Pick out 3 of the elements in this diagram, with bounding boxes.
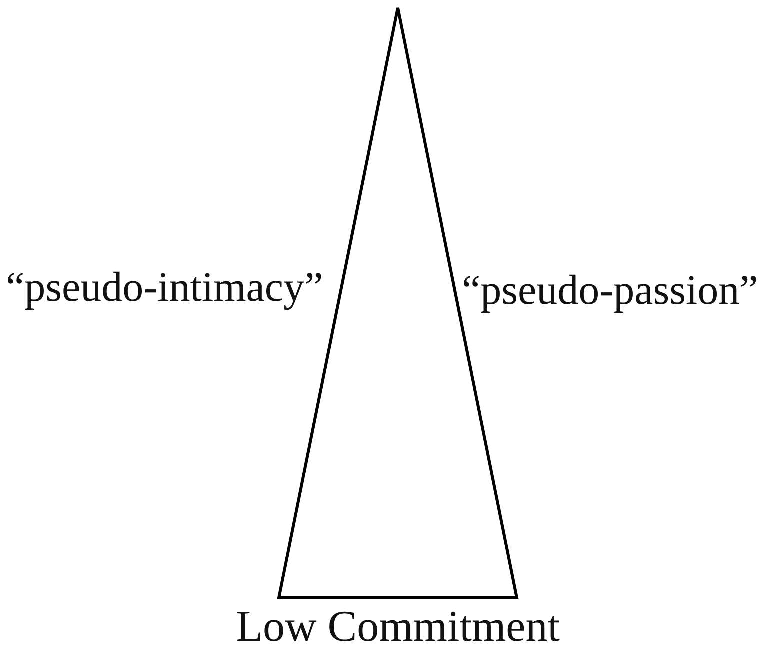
side-label: “pseudo-intimacy”	[6, 267, 324, 309]
base-label: Low Commitment	[236, 605, 560, 649]
side-label: “pseudo-passion”	[462, 270, 758, 312]
